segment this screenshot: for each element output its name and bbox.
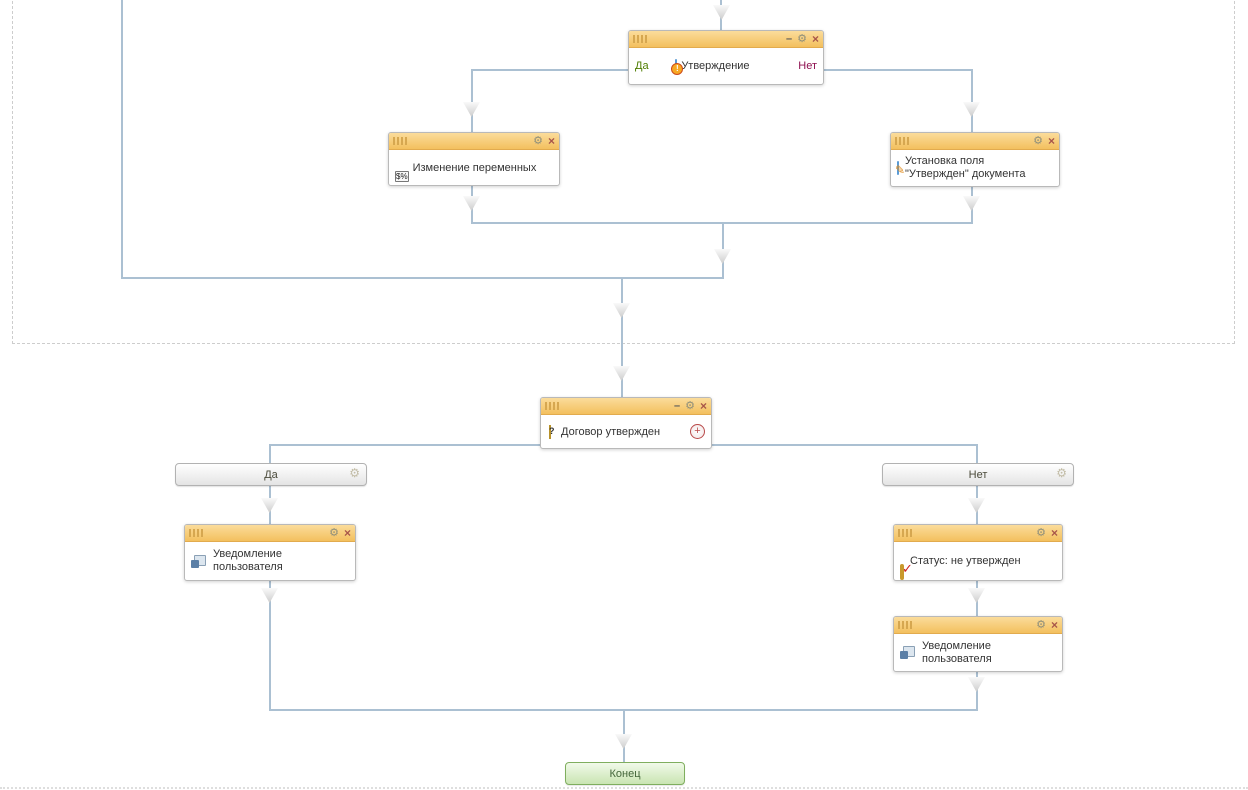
close-icon[interactable]: ×: [1050, 526, 1058, 540]
node-header: ⚙ ×: [894, 525, 1062, 542]
drag-handle-icon[interactable]: [898, 621, 912, 629]
drag-handle-icon[interactable]: [895, 137, 909, 145]
gear-icon[interactable]: ⚙: [1033, 135, 1043, 147]
drag-handle-icon[interactable]: [545, 402, 559, 410]
close-icon[interactable]: ×: [343, 526, 351, 540]
node-title: Уведомление пользователя: [213, 548, 283, 573]
edit-document-icon: ✎: [894, 161, 905, 177]
gear-icon[interactable]: ⚙: [1056, 466, 1067, 480]
connector-line: [269, 444, 541, 446]
node-gateway-contract-approved[interactable]: – ⚙ × ? Договор утвержден +: [540, 397, 712, 449]
branch-condition-yes[interactable]: Да ⚙: [175, 463, 367, 486]
approval-document-icon: !: [671, 59, 684, 75]
gear-icon[interactable]: ⚙: [533, 135, 543, 147]
yes-branch-label: Да: [635, 60, 649, 72]
gear-icon[interactable]: ⚙: [797, 33, 807, 45]
connector-line: [621, 277, 623, 398]
gear-icon[interactable]: ⚙: [349, 466, 360, 480]
node-header: ⚙ ×: [891, 133, 1059, 150]
gear-icon[interactable]: ⚙: [1036, 619, 1046, 631]
close-icon[interactable]: ×: [699, 399, 707, 413]
end-label: Конец: [609, 767, 641, 780]
gear-icon[interactable]: ⚙: [329, 527, 339, 539]
node-header: – ⚙ ×: [629, 31, 823, 48]
gear-icon[interactable]: ⚙: [685, 400, 695, 412]
notification-icon: [191, 554, 206, 568]
node-title: Уведомление пользователя: [922, 639, 992, 665]
connector-line: [471, 69, 473, 133]
node-header: ⚙ ×: [185, 525, 355, 542]
connector-line: [471, 69, 629, 71]
node-approval-task[interactable]: – ⚙ × Да ! Утверждение Нет: [628, 30, 824, 85]
branch-condition-no[interactable]: Нет ⚙: [882, 463, 1074, 486]
minimize-icon[interactable]: –: [673, 400, 681, 412]
node-title: Статус: не утвержден: [910, 555, 1021, 567]
node-title: Утверждение: [681, 60, 750, 72]
connector-line: [269, 579, 271, 711]
status-checkbox-icon: ✓: [900, 561, 913, 580]
node-header: ⚙ ×: [894, 617, 1062, 634]
drag-handle-icon[interactable]: [898, 529, 912, 537]
node-title: Изменение переменных: [412, 161, 537, 174]
close-icon[interactable]: ×: [1050, 618, 1058, 632]
close-icon[interactable]: ×: [1047, 134, 1055, 148]
flow-arrow: [615, 734, 632, 749]
connector-line: [709, 444, 978, 446]
drag-handle-icon[interactable]: [633, 35, 647, 43]
node-user-notification-left[interactable]: ⚙ × Уведомление пользователя: [184, 524, 356, 581]
drag-handle-icon[interactable]: [393, 137, 407, 145]
flow-arrow: [968, 588, 985, 603]
process-group-frame: [12, 0, 1235, 344]
drag-handle-icon[interactable]: [189, 529, 203, 537]
minimize-icon[interactable]: –: [785, 33, 793, 45]
branch-label: Да: [264, 468, 278, 481]
connector-line: [971, 69, 973, 133]
gateway-question-icon: ?: [547, 424, 557, 439]
group-separator-line: [0, 787, 1248, 789]
branch-label: Нет: [968, 468, 988, 481]
close-icon[interactable]: ×: [547, 134, 555, 148]
node-header: – ⚙ ×: [541, 398, 711, 415]
node-change-variables[interactable]: ⚙ × $% Изменение переменных: [388, 132, 560, 186]
flow-arrow: [613, 366, 630, 381]
node-end[interactable]: Конец: [565, 762, 685, 785]
connector-line: [121, 0, 123, 279]
node-user-notification-right[interactable]: ⚙ × Уведомление пользователя: [893, 616, 1063, 672]
connector-line: [269, 444, 271, 464]
flow-arrow: [261, 498, 278, 513]
flow-arrow: [968, 498, 985, 513]
no-branch-label: Нет: [798, 60, 817, 72]
add-branch-icon[interactable]: +: [690, 424, 705, 439]
connector-line: [821, 69, 973, 71]
connector-line: [122, 277, 724, 279]
flow-arrow: [968, 677, 985, 692]
node-status-not-approved[interactable]: ⚙ × ✓ Статус: не утвержден: [893, 524, 1063, 581]
node-title: Договор утвержден: [561, 425, 661, 438]
connector-line: [976, 444, 978, 464]
notification-icon: [900, 646, 915, 659]
flow-arrow: [261, 588, 278, 603]
close-icon[interactable]: ×: [811, 32, 819, 46]
gear-icon[interactable]: ⚙: [1036, 527, 1046, 539]
node-title: Установка поля "Утвержден" документа: [905, 155, 1026, 180]
variables-icon: $%: [395, 171, 409, 182]
node-set-field[interactable]: ⚙ × ✎ Установка поля "Утвержден" докумен…: [890, 132, 1060, 187]
node-header: ⚙ ×: [389, 133, 559, 150]
